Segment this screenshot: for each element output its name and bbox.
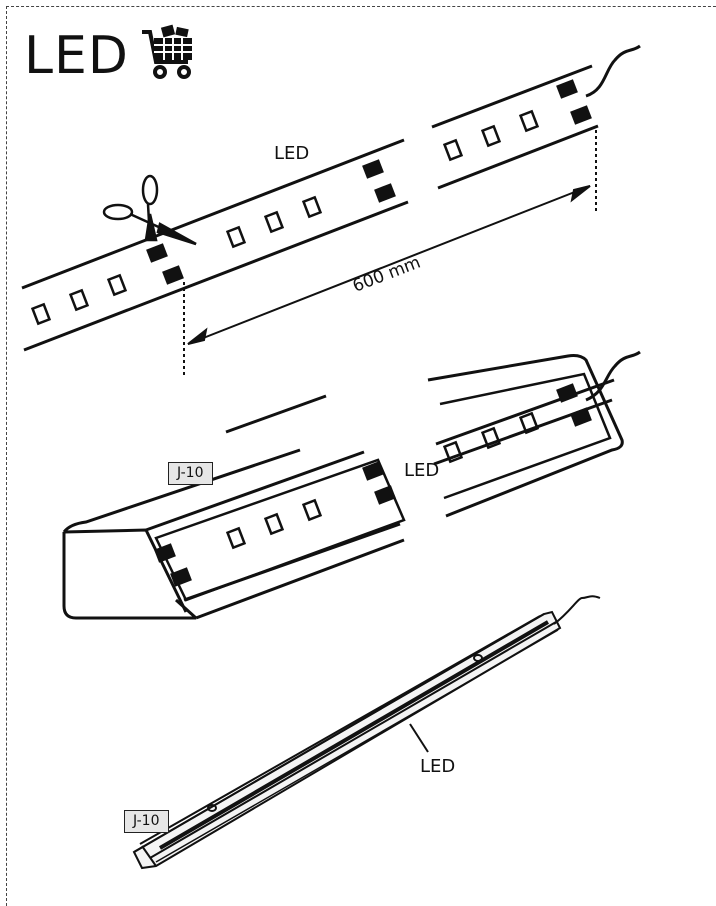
- profile-closeup: [62, 354, 624, 620]
- led-chips-fig2: [225, 411, 540, 550]
- profile-tag-fig2: J-10: [168, 462, 213, 485]
- led-strip-figure: [21, 64, 599, 352]
- profile-tag-fig3: J-10: [124, 810, 169, 833]
- strip-edge-bottom-right: [437, 124, 599, 190]
- scissors-icon: [102, 174, 197, 246]
- profile-full: [132, 595, 601, 870]
- strip-edge-bottom: [23, 200, 409, 352]
- page-title: LED: [24, 26, 129, 86]
- led-label-fig1: LED: [274, 143, 310, 164]
- dashed-border: [6, 6, 716, 906]
- strip-edge-top: [21, 138, 405, 290]
- solder-pads-fig1: [146, 79, 592, 285]
- cable-fig1: [585, 44, 641, 98]
- dimension-600: [183, 130, 597, 378]
- solder-pads-fig2: [154, 383, 592, 587]
- shopping-cart-icon[interactable]: [136, 22, 200, 86]
- cable-fig2: [585, 350, 641, 402]
- led-label-fig2: LED: [404, 460, 440, 481]
- led-label-fig3: LED: [420, 756, 456, 777]
- strip-edge-top-right: [431, 64, 593, 129]
- led-chips-fig1: [30, 109, 540, 326]
